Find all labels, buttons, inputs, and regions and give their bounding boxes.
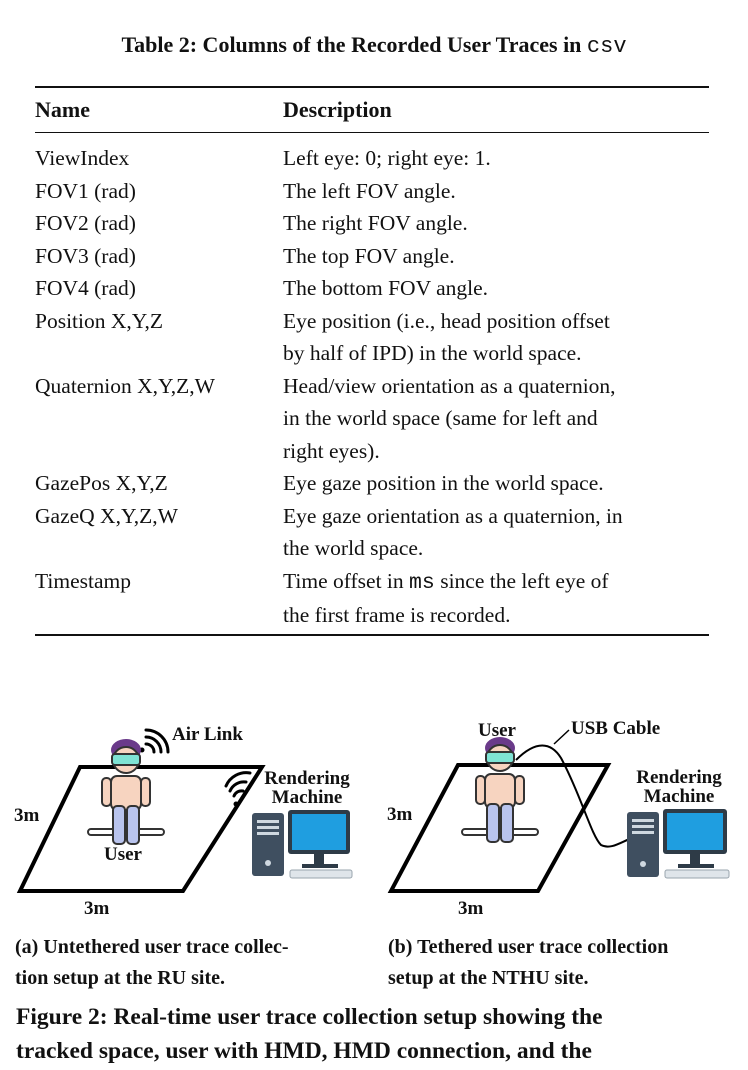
hmd-icon [485,751,515,764]
table-row: FOV2 (rad) The right FOV angle. [35,207,709,240]
user-figure [87,739,165,845]
subcaption-line: (b) Tethered user trace collection [388,936,669,958]
side-length-bottom: 3m [84,898,110,919]
row-description: Head/view orientation as a quaternion, i… [283,370,709,468]
usb-label-pointer [553,729,570,745]
row-name: FOV3 (rad) [35,243,136,268]
table-caption-text: Table 2: Columns of the Recorded User Tr… [121,32,582,57]
row-description: Eye position (i.e., head position offset… [283,305,709,370]
table-caption: Table 2: Columns of the Recorded User Tr… [0,30,748,62]
table-row: Timestamp Time offset in ms since the le… [35,565,709,632]
user-label: User [104,844,143,865]
description-line: The left FOV angle. [283,178,456,203]
description-line: Time offset in ms since the left eye of [283,565,709,600]
table-caption-code: csv [586,34,627,59]
machine-label: Machine [272,787,343,808]
air-link-label: Air Link [172,724,243,745]
row-description: The bottom FOV angle. [283,272,709,305]
hmd-icon [111,753,141,766]
wifi-icon [139,728,170,754]
table-top-rule [35,86,709,88]
table-row: GazePos X,Y,Z Eye gaze position in the w… [35,467,709,500]
row-name: Position X,Y,Z [35,308,164,333]
description-line: by half of IPD) in the world space. [283,341,582,365]
subcaption-line: tion setup at the RU site. [15,967,225,989]
row-description: The right FOV angle. [283,207,709,240]
table-row: ViewIndex Left eye: 0; right eye: 1. [35,142,709,175]
subcaption-b: (b) Tethered user trace collection setup… [388,932,668,994]
table-row: GazeQ X,Y,Z,W Eye gaze orientation as a … [35,500,709,565]
table-row: Position X,Y,Z Eye position (i.e., head … [35,305,709,370]
description-line: in the world space (same for left and [283,406,598,430]
description-line: The right FOV angle. [283,211,468,235]
row-name: GazeQ X,Y,Z,W [35,503,178,528]
description-text: Time offset in [283,568,410,593]
description-code: ms [409,570,435,595]
user-label: User [478,720,517,741]
user-figure [461,737,539,843]
description-line: Eye position (i.e., head position offset [283,308,610,333]
description-line: The bottom FOV angle. [283,276,489,300]
table-header-rule [35,132,709,133]
rendering-label: Rendering [636,767,722,788]
description-line: The top FOV angle. [283,243,455,268]
table-row: Quaternion X,Y,Z,W Head/view orientation… [35,370,709,468]
row-description: Left eye: 0; right eye: 1. [283,142,709,175]
row-name: FOV4 (rad) [35,276,136,300]
row-name: Quaternion X,Y,Z,W [35,373,215,398]
tracked-space [16,765,266,893]
row-description: Eye gaze orientation as a quaternion, in… [283,500,709,565]
rendering-label: Rendering [264,768,350,789]
description-line: Head/view orientation as a quaternion, [283,373,616,398]
figure-a: Air Link User 3m 3m Rendering Machine [0,700,372,930]
subcaption-line: setup at the NTHU site. [388,967,589,989]
computer-icon [252,810,353,879]
description-line: Eye gaze position in the world space. [283,471,604,495]
row-description: Time offset in ms since the left eye of … [283,565,709,632]
computer-icon [627,809,730,879]
subcaption-line: (a) Untethered user trace collec- [15,936,289,958]
figure-caption-line: Figure 2: Real-time user trace collectio… [16,1004,603,1030]
figure-caption-line: tracked space, user with HMD, HMD connec… [16,1038,592,1064]
usb-cable [515,744,633,848]
machine-label: Machine [644,786,715,807]
usb-cable-label: USB Cable [571,718,660,739]
table-bottom-rule [35,634,709,636]
description-line: right eyes). [283,438,380,463]
figure-b: User USB Cable 3m 3m Rendering Machine [376,700,748,930]
description-line: the first frame is recorded. [283,603,511,627]
column-header-description: Description [283,97,392,122]
description-line: Left eye: 0; right eye: 1. [283,146,491,170]
row-name: Timestamp [35,568,131,593]
side-length-left: 3m [14,805,40,826]
description-line: the world space. [283,536,424,560]
wifi-icon [224,771,252,807]
table-row: FOV1 (rad) The left FOV angle. [35,175,709,208]
row-name: FOV2 (rad) [35,211,136,235]
subcaption-a: (a) Untethered user trace collec- tion s… [15,932,289,994]
side-length-left: 3m [387,804,413,825]
side-length-bottom: 3m [458,898,484,919]
figure-caption: Figure 2: Real-time user trace collectio… [16,1000,736,1068]
row-name: FOV1 (rad) [35,178,136,203]
table-row: FOV4 (rad) The bottom FOV angle. [35,272,709,305]
row-name: ViewIndex [35,146,130,170]
tracked-space [387,763,612,893]
table-body: ViewIndex Left eye: 0; right eye: 1. FOV… [35,142,709,632]
table-row: FOV3 (rad) The top FOV angle. [35,240,709,273]
description-text: since the left eye of [434,568,609,593]
description-line: Eye gaze orientation as a quaternion, in [283,503,623,528]
column-header-name: Name [35,97,90,122]
row-description: The top FOV angle. [283,240,709,273]
row-name: GazePos X,Y,Z [35,471,168,495]
row-description: Eye gaze position in the world space. [283,467,709,500]
row-description: The left FOV angle. [283,175,709,208]
